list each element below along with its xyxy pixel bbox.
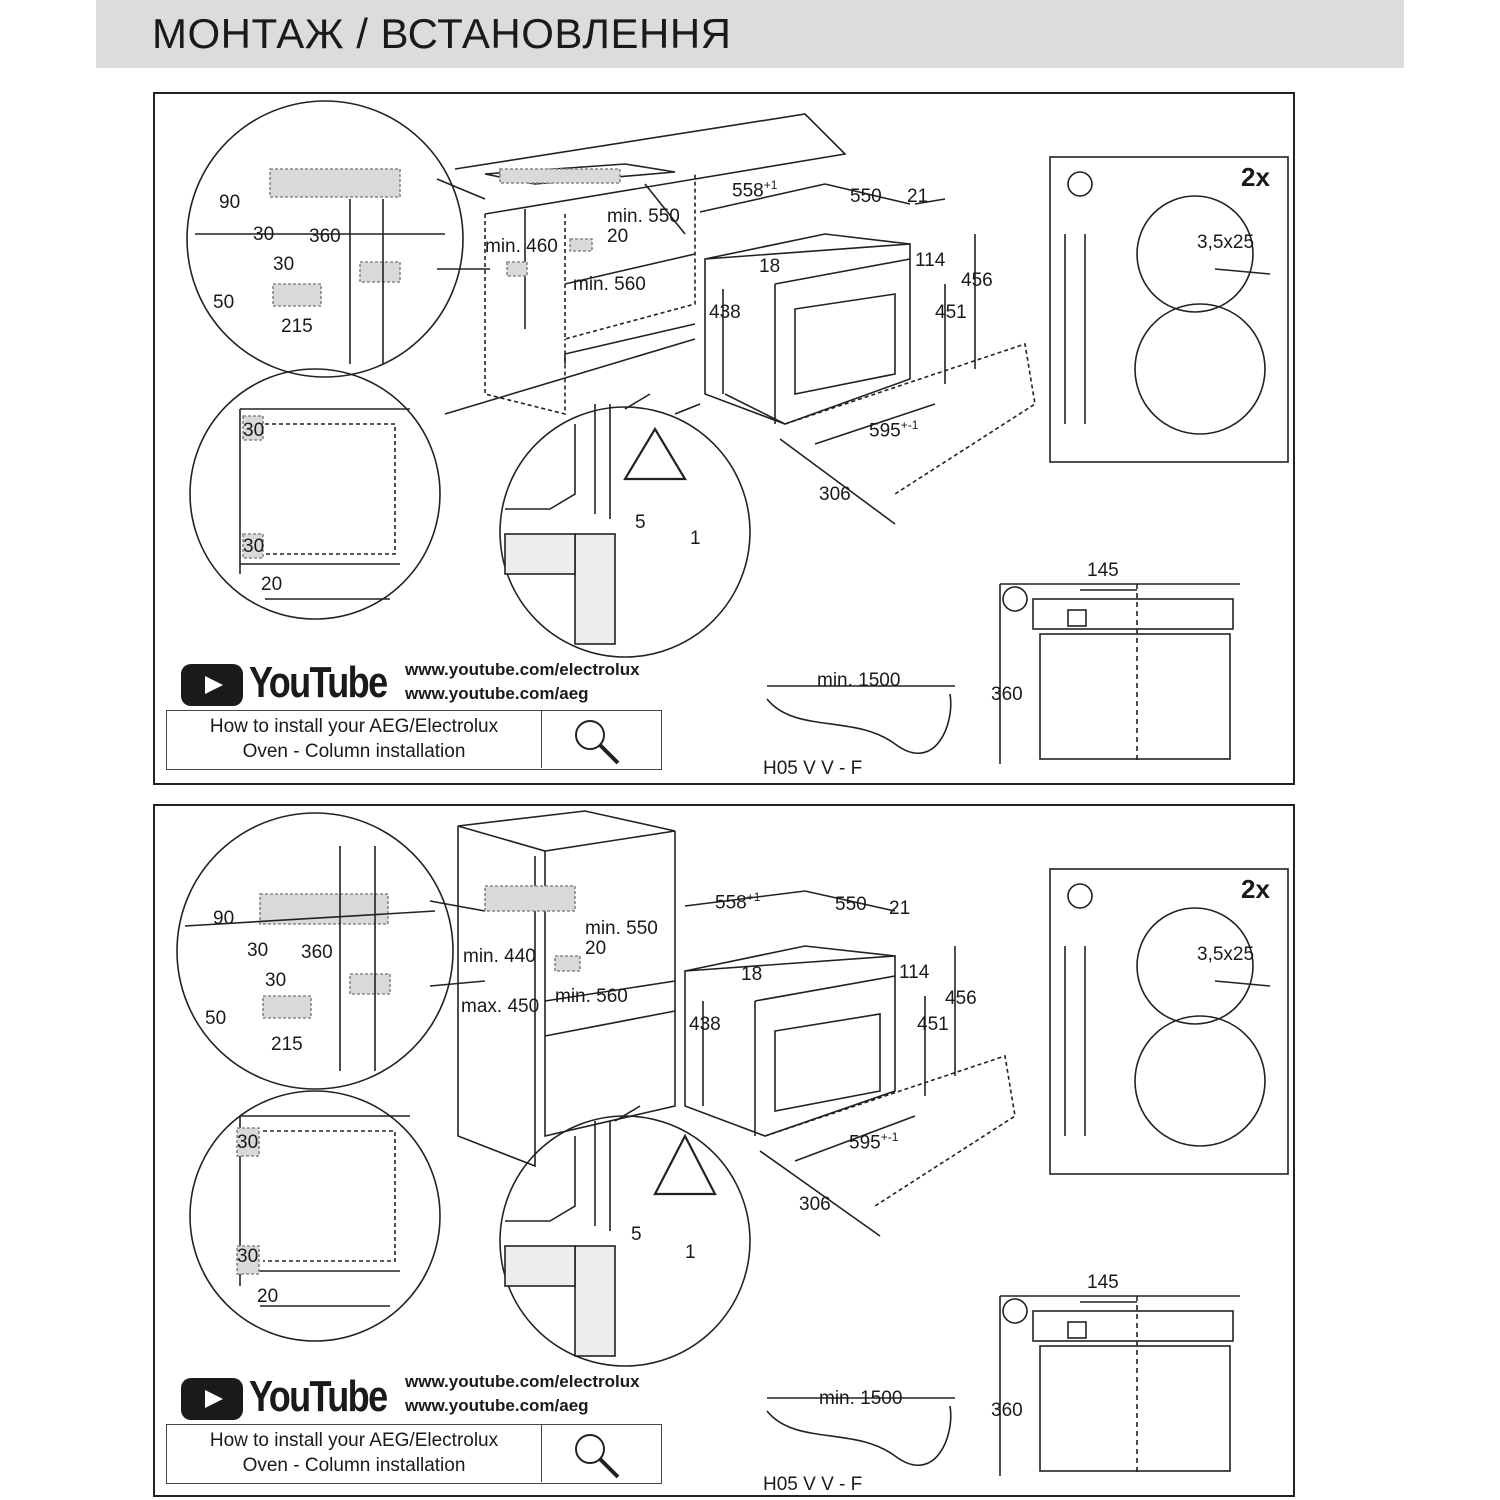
dim-label: 30 [237,1246,259,1267]
dim-label: 451 [935,302,967,323]
youtube-play-icon [181,664,243,706]
detail-circle-gaps [189,1090,441,1342]
dim-label: min. 560 [555,986,628,1007]
dim-label: 145 [1087,560,1119,581]
detail-circle-gaps [189,368,441,620]
dim-label: 558+1 [732,178,778,202]
installation-drawing-bottom [176,810,1289,1476]
dim-label: 20 [607,226,629,247]
dim-label: 30 [273,254,295,275]
dim-label: 20 [585,938,607,959]
page-title: МОНТАЖ / ВСТАНОВЛЕННЯ [152,10,732,57]
dim-label: 360 [301,942,333,963]
dim-label: 306 [819,484,851,505]
youtube-logo: YouTube [181,1372,388,1422]
cable-type-label: H05 V V - F [763,758,863,779]
dim-label: 550 [850,186,882,207]
screw-fixing-box [1049,868,1289,1175]
dim-label: 21 [907,186,929,207]
dim-label: 360 [309,226,341,247]
dim-label: 215 [281,316,313,337]
dim-label: 1 [685,1242,696,1263]
dim-label: 50 [213,292,235,313]
howto-search-box[interactable]: How to install your AEG/Electrolux Oven … [166,1424,662,1484]
dim-label: min. 560 [573,274,646,295]
dim-label: 558+1 [715,890,761,914]
dim-label: min. 1500 [819,1388,903,1409]
youtube-link-electrolux[interactable]: www.youtube.com/electrolux [405,660,640,679]
youtube-play-icon [181,1378,243,1420]
dim-label: 30 [237,1132,259,1153]
youtube-link-electrolux[interactable]: www.youtube.com/electrolux [405,1372,640,1391]
dim-label: 595+-1 [869,418,919,442]
screw-size-label: 3,5x25 [1197,232,1255,253]
dim-label: 18 [741,964,763,985]
dim-label: 30 [265,970,287,991]
dim-label: 114 [899,962,930,983]
detail-circle-niche [186,100,464,378]
dim-label: 21 [889,898,911,919]
dim-label: max. 450 [461,996,540,1017]
dim-label: 215 [271,1034,303,1055]
installation-panel-top: 90 30 360 30 50 215 min. 460 min. 550 20… [153,92,1295,785]
dim-label: 30 [247,940,269,961]
search-icon[interactable] [541,711,662,768]
dim-label: 145 [1087,1272,1119,1293]
detail-circle-flush [499,406,751,658]
dim-label: min. 550 [585,918,658,939]
detail-circle-niche [176,812,454,1090]
installation-drawing-top [186,100,1289,764]
dim-label: 451 [917,1014,949,1035]
dim-label: 90 [219,192,241,213]
dim-label: 438 [709,302,741,323]
howto-text: How to install your AEG/Electrolux Oven … [209,1430,499,1476]
dim-label: 5 [635,512,646,533]
youtube-link-aeg[interactable]: www.youtube.com/aeg [405,1396,589,1415]
screw-fixing-box [1049,156,1289,463]
dim-label: min. 1500 [817,670,901,691]
cable-type-label: H05 V V - F [763,1474,863,1495]
dim-label: 1 [690,528,701,549]
title-bar: МОНТАЖ / ВСТАНОВЛЕННЯ [96,0,1404,68]
howto-text: How to install your AEG/Electrolux Oven … [209,716,499,762]
dim-label: 438 [689,1014,721,1035]
dim-label: min. 460 [485,236,558,257]
quantity-badge: 2x [1241,874,1270,904]
dim-label: 456 [945,988,977,1009]
dim-label: 30 [243,420,265,441]
dim-label: 360 [991,1400,1023,1421]
dim-label: 30 [243,536,265,557]
dim-label: 20 [257,1286,279,1307]
screw-size-label: 3,5x25 [1197,944,1255,965]
dim-label: 90 [213,908,235,929]
search-icon[interactable] [541,1425,662,1482]
dim-label: 114 [915,250,946,271]
dim-label: 5 [631,1224,642,1245]
dim-label: 30 [253,224,275,245]
dim-label: min. 550 [607,206,680,227]
howto-search-box[interactable]: How to install your AEG/Electrolux Oven … [166,710,662,770]
dim-label: 360 [991,684,1023,705]
youtube-logo: YouTube [181,658,388,708]
dim-label: 20 [261,574,283,595]
youtube-link-aeg[interactable]: www.youtube.com/aeg [405,684,589,703]
dim-label: 18 [759,256,781,277]
dim-label: min. 440 [463,946,536,967]
dim-label: 595+-1 [849,1130,899,1154]
dim-label: 456 [961,270,993,291]
dim-label: 550 [835,894,867,915]
detail-circle-flush [499,1115,751,1367]
installation-panel-bottom: 90 30 360 30 50 215 min. 440 max. 450 mi… [153,804,1295,1497]
dim-label: 50 [205,1008,227,1029]
dim-label: 306 [799,1194,831,1215]
quantity-badge: 2x [1241,162,1270,192]
